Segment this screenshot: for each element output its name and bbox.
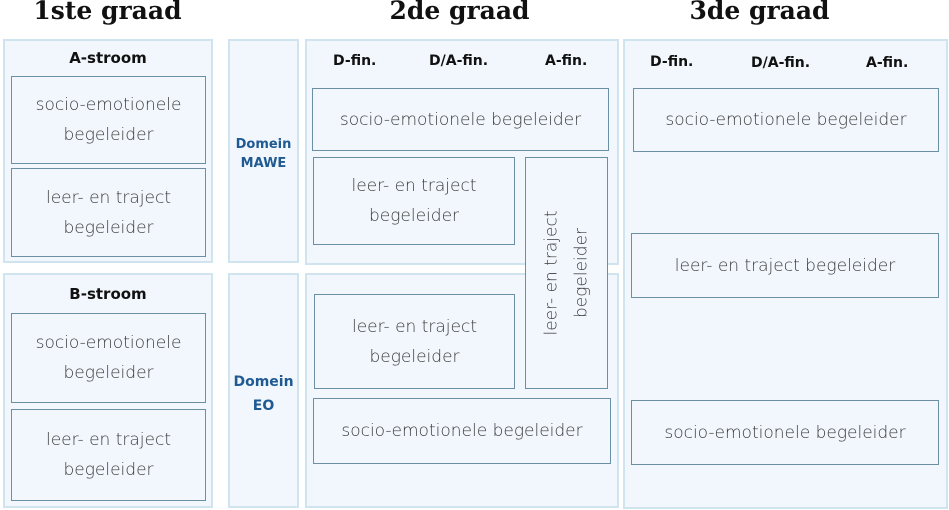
box-text-line: socio-emotionele begeleider bbox=[664, 422, 906, 443]
box-text-line: socio-emotionele begeleider bbox=[339, 109, 582, 130]
2de-graad-a-fin-leer-vertical-box: leer- en traject begeleider bbox=[525, 157, 608, 389]
box-text-line: socio-emotionele begeleider bbox=[341, 421, 583, 441]
b-stroom-panel: B-stroom socio-emotionele begeleider lee… bbox=[3, 273, 213, 508]
domain-label-line: EO bbox=[252, 398, 275, 414]
3de-graad-socio-bottom-box: socio-emotionele begeleider bbox=[631, 400, 939, 465]
3de-graad-leer-box: leer- en traject begeleider bbox=[631, 233, 939, 298]
a-stroom-leer-box: leer- en traject begeleider bbox=[11, 168, 206, 257]
domein-mawe-label: Domein MAWE bbox=[230, 135, 297, 173]
box-text-line: begeleider bbox=[571, 227, 592, 319]
domain-label-line: Domein bbox=[233, 374, 294, 390]
heading-3de-graad: 3de graad bbox=[689, 0, 830, 25]
col-label-a-fin: A-fin. bbox=[545, 53, 588, 69]
b-stroom-socio-box: socio-emotionele begeleider bbox=[11, 313, 206, 403]
2de-graad-eo-leer-box: leer- en traject begeleider bbox=[314, 294, 515, 389]
box-text-line: begeleider bbox=[63, 363, 154, 383]
heading-2de-graad: 2de graad bbox=[389, 0, 530, 25]
box-text-line: socio-emotionele bbox=[35, 95, 182, 115]
box-text-line: begeleider bbox=[63, 217, 154, 238]
box-text-line: begeleider bbox=[63, 460, 154, 480]
domain-label-line: MAWE bbox=[240, 156, 287, 171]
a-stroom-panel: A-stroom socio-emotionele begeleider lee… bbox=[3, 39, 213, 263]
box-text-line: leer- en traject bbox=[46, 430, 171, 450]
2de-graad-mawe-leer-box: leer- en traject begeleider bbox=[313, 157, 515, 245]
box-text-line: leer- en traject bbox=[541, 210, 562, 336]
3de-graad-socio-top-box: socio-emotionele begeleider bbox=[633, 88, 939, 152]
vertical-text: leer- en traject begeleider bbox=[537, 211, 597, 336]
box-text-line: begeleider bbox=[369, 346, 460, 367]
b-stroom-leer-box: leer- en traject begeleider bbox=[11, 409, 206, 501]
2de-graad-eo-socio-box: socio-emotionele begeleider bbox=[313, 398, 611, 464]
col-label-da-fin: D/A-fin. bbox=[429, 53, 489, 69]
2de-graad-mawe-socio-box: socio-emotionele begeleider bbox=[312, 88, 609, 151]
heading-1ste-graad: 1ste graad bbox=[33, 0, 182, 25]
col-label-da-fin: D/A-fin. bbox=[751, 55, 811, 71]
3de-graad-panel: D-fin. D/A-fin. A-fin. socio-emotionele … bbox=[623, 39, 948, 509]
a-stroom-socio-box: socio-emotionele begeleider bbox=[11, 76, 206, 164]
box-text-line: leer- en traject bbox=[46, 187, 171, 208]
col-label-d-fin: D-fin. bbox=[333, 53, 377, 69]
col-label-d-fin: D-fin. bbox=[650, 54, 694, 70]
domain-label-line: Domein bbox=[235, 137, 292, 152]
domein-eo-panel: Domein EO bbox=[228, 273, 299, 508]
box-text-line: leer- en traject begeleider bbox=[674, 255, 896, 276]
domein-mawe-panel: Domein MAWE bbox=[228, 39, 299, 263]
a-stroom-label: A-stroom bbox=[69, 49, 147, 67]
box-text-line: socio-emotionele begeleider bbox=[665, 110, 907, 130]
box-text-line: begeleider bbox=[368, 206, 460, 226]
box-text-line: socio-emotionele bbox=[35, 333, 182, 353]
box-text-line: begeleider bbox=[63, 125, 154, 145]
col-label-a-fin: A-fin. bbox=[866, 55, 909, 71]
box-text-line: leer- en traject bbox=[352, 316, 477, 337]
b-stroom-label: B-stroom bbox=[69, 285, 147, 303]
box-text-line: leer- en traject bbox=[351, 176, 477, 196]
domein-eo-label: Domein EO bbox=[230, 370, 297, 418]
